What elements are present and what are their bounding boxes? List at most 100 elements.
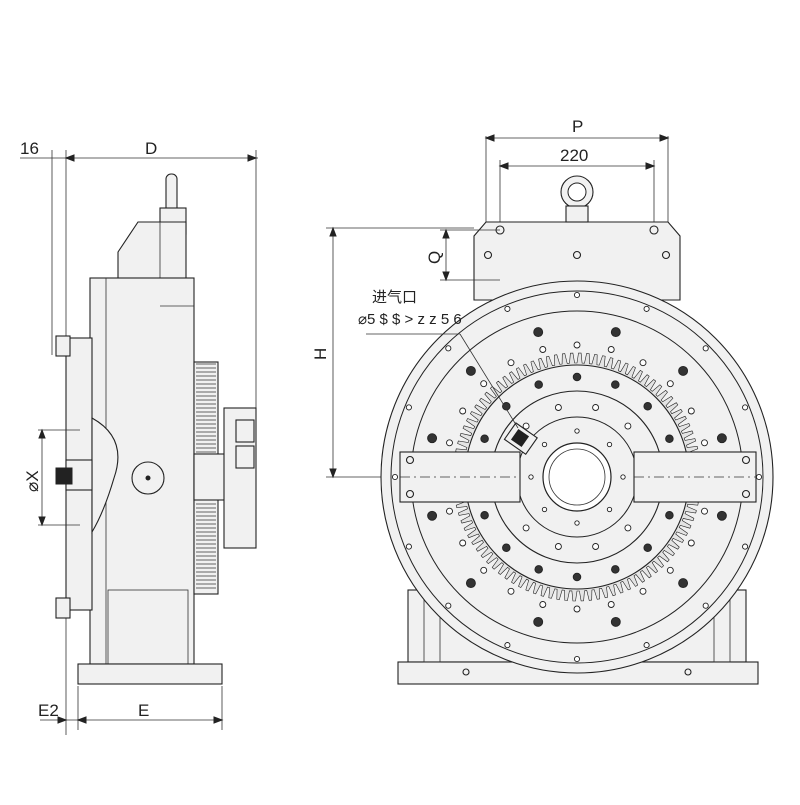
gear-face-hole [687,407,695,415]
dim-p-label: P [572,117,583,136]
gear-face-hole [446,439,453,447]
gear-face-hole [507,587,515,595]
inner-disc-hole [665,434,674,443]
eye-bolt-base [565,205,589,223]
arrow-d-right [247,154,258,162]
arrow-e-right [213,716,224,724]
inner-disc-hole [665,511,674,520]
arrow-x-top [38,428,46,439]
base-hole-right [684,668,692,676]
plate-hole-3 [483,250,493,260]
base-hole-left [462,668,470,676]
flange-tab-top [55,335,71,357]
arrow-220-left [498,162,509,170]
side-base-foot [77,663,223,685]
rear-fitting-top [235,419,255,443]
inner-disc-hole [534,565,543,574]
dim-220-label: 220 [560,146,588,165]
gear-face-hole [539,346,547,353]
spindle-hole [620,474,626,480]
gear-face-hole [539,601,547,608]
arrow-h-top [329,226,337,237]
gear-face-hole [459,539,467,547]
side-view: 16 D [20,139,258,735]
arrow-p-left [484,134,495,142]
dim-q-label: Q [425,251,444,264]
arrow-e2 [57,716,68,724]
gear-face-hole [607,601,615,608]
outer-rim-hole [573,655,581,663]
gear-face-hole [701,439,708,447]
inner-disc-hole [502,543,511,552]
air-inlet-fitting [503,422,538,455]
front-view: P 220 Q H [311,117,774,685]
outer-rim-hole [405,404,412,411]
gear-face-hole [687,539,695,547]
gear-face-hole [480,380,488,388]
gear-face-hole [459,407,467,415]
bolt-circle-hole [610,327,621,338]
inner-disc-hole [572,572,582,582]
inner-disc-hole [480,511,489,520]
gear-face-hole [607,346,615,353]
bolt-circle-hole [678,365,689,376]
arrow-220-right [645,162,656,170]
gear-face-hole [701,507,708,515]
front-holes [391,291,763,663]
spindle-hole [606,441,613,448]
arrow-h-bottom [329,468,337,479]
arrow-d-left [64,154,75,162]
arrow-p-right [659,134,670,142]
arrow-q-top [442,228,450,239]
outer-rim-hole [504,305,511,312]
arrow-x-bottom [38,516,46,527]
gear-face-hole [507,359,515,367]
flange-hole [522,524,530,532]
outer-rim-hole [405,543,412,550]
inner-disc-hole [611,565,620,574]
inner-disc-hole [480,434,489,443]
inner-disc-hole [502,402,511,411]
bolt-circle-hole [427,510,438,521]
through-bore-inner [548,448,606,506]
bolt-circle-hole [465,578,476,589]
outer-rim-hole [643,305,650,312]
eye-bolt-hole [567,182,587,202]
clamp-hole-2 [405,489,415,499]
gear-face-hole [446,507,453,515]
outer-rim-hole [445,345,452,352]
flange-hole [522,422,530,430]
flange-hole [554,404,562,411]
plate-hole-4 [661,250,671,260]
spindle-hole [541,506,548,513]
outer-rim-hole [702,345,709,352]
hub-center-dot [145,475,151,481]
inner-disc-hole [611,380,620,389]
spindle-hole [606,506,613,513]
gear-face-hole [666,380,674,388]
dim-e-label: E [138,701,149,720]
outer-rim-hole [643,642,650,649]
bolt-circle-hole [533,327,544,338]
inner-disc-hole [643,543,652,552]
hub-cone [91,417,119,534]
arrow-e-left [76,716,87,724]
inner-disc-hole [534,380,543,389]
spindle-hole [574,428,580,434]
bolt-circle-hole [610,616,621,627]
outer-rim-hole [755,473,763,481]
bolt-circle-hole [465,365,476,376]
outer-disc-rim [390,290,764,664]
dim-x-label: ⌀X [23,470,42,492]
clamp-hole-3 [741,455,751,465]
clamp-hole-4 [741,489,751,499]
plate-hole-2 [649,225,659,235]
bolt-circle-hole [716,433,727,444]
gear-face-hole [573,605,581,613]
outer-rim-hole [742,543,749,550]
spindle-hole [528,474,534,480]
flange-hole [592,404,600,411]
rear-fitting-bottom [235,445,255,469]
